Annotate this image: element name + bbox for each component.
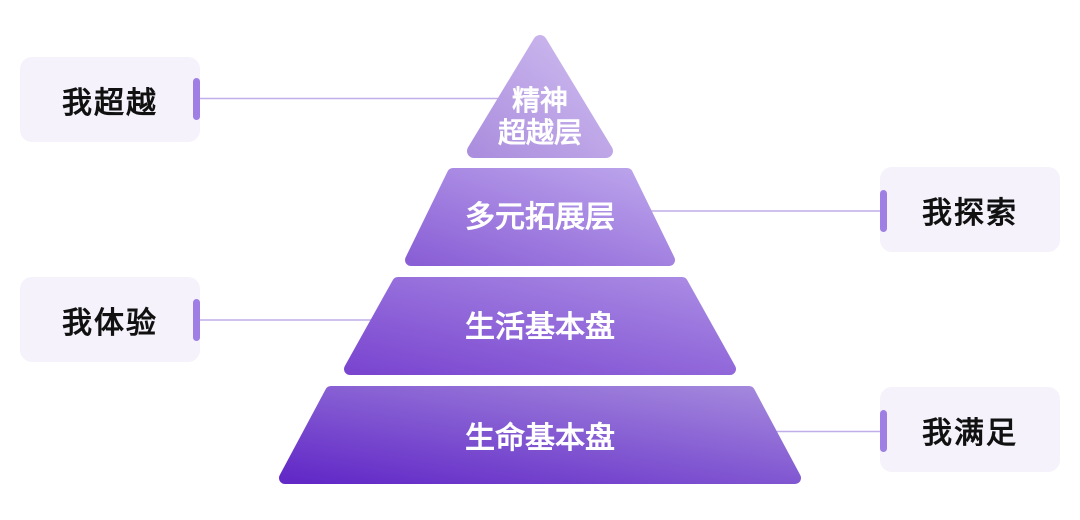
callout-label-chaoyue: 我超越: [62, 86, 158, 120]
tier-4-label: 生命基本盘: [465, 421, 615, 455]
tier-3-shape: [344, 277, 736, 375]
tier-2-label: 多元拓展层: [465, 201, 615, 234]
tier-1-label-line1: 精神: [512, 85, 568, 116]
accent-bar-tansuo: [880, 190, 887, 232]
accent-bar-chaoyue: [193, 78, 200, 120]
callout-label-manzu: 我满足: [922, 416, 1018, 450]
accent-bar-tiyan: [193, 299, 200, 341]
callout-card-tiyan: 我体验: [20, 277, 200, 362]
accent-bar-manzu: [880, 410, 887, 452]
callout-label-tiyan: 我体验: [62, 306, 158, 340]
tier-2-shape: [405, 168, 675, 266]
callout-card-tansuo: 我探索: [880, 167, 1060, 252]
callout-card-chaoyue: 我超越: [20, 57, 200, 142]
tier-1-label-line2: 超越层: [498, 117, 582, 148]
tier-4-shape: [279, 386, 801, 484]
callout-card-manzu: 我满足: [880, 387, 1060, 472]
tier-3-label: 生活基本盘: [465, 310, 615, 344]
callout-label-tansuo: 我探索: [922, 196, 1018, 230]
tier-1-shape: [467, 35, 613, 158]
